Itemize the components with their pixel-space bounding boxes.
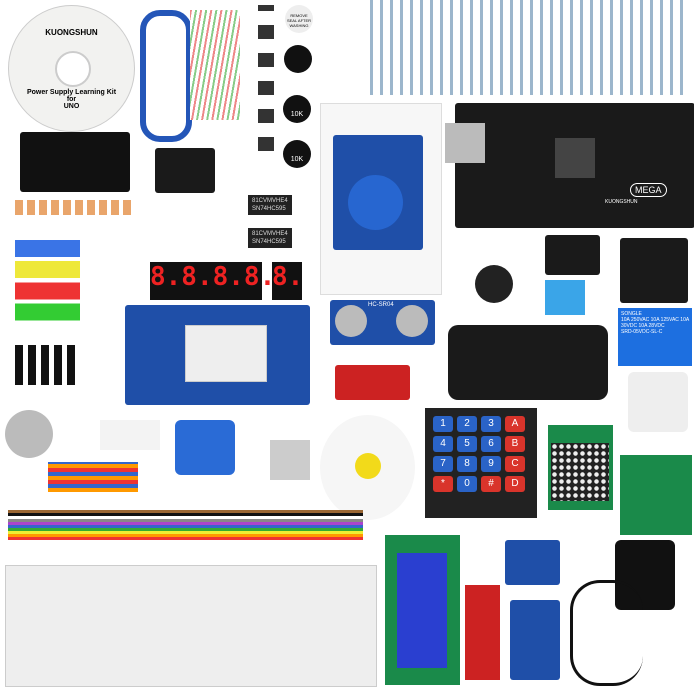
resistors (370, 0, 690, 95)
key[interactable]: 6 (481, 436, 501, 452)
key[interactable]: 7 (433, 456, 453, 472)
key[interactable]: 0 (457, 476, 477, 492)
buzzer-sticker: REMOVE SEAL AFTER WASHING (285, 5, 313, 33)
lcd-module (385, 535, 460, 685)
servo-motor (175, 420, 235, 475)
cd-hole (55, 51, 91, 87)
potentiometer: 10K (283, 95, 311, 123)
breadboard (5, 565, 377, 687)
sound-sensor (335, 365, 410, 400)
rfid-reader (333, 135, 423, 250)
stepper-motor (5, 410, 53, 458)
cd-for: for (66, 96, 77, 103)
transistors (15, 345, 80, 385)
learning-cd: KUONGSHUN Power Supply Learning Kit for … (8, 5, 135, 132)
dht11-sensor (545, 280, 585, 315)
cd-board: UNO (63, 103, 80, 110)
stepper-wires (48, 462, 138, 492)
mega-board: MEGA KUONGSHUN (445, 103, 694, 228)
dc-motor (270, 440, 310, 480)
chip-text: 81CVMVHE4 (252, 198, 288, 204)
power-supply-module (20, 132, 130, 192)
key[interactable]: 5 (457, 436, 477, 452)
rotary-encoder (155, 148, 215, 193)
usb-port (445, 123, 485, 163)
key[interactable]: # (481, 476, 501, 492)
cd-brand: KUONGSHUN (45, 28, 98, 37)
ultrasonic-sensor: HC-SR04 (330, 300, 435, 345)
dupont-wires (8, 510, 363, 540)
mini-breadboard (185, 325, 267, 382)
joystick (475, 265, 513, 303)
pir-sensor (628, 372, 688, 432)
rtc-module-ds1302 (510, 600, 560, 680)
key[interactable]: 2 (457, 416, 477, 432)
ir-receiver (545, 235, 600, 275)
water-sensor (465, 585, 500, 680)
ultrasonic-label: HC-SR04 (368, 302, 394, 308)
chip-text: 81CVMVHE4 (252, 231, 288, 237)
adapter-cable (570, 580, 643, 686)
buzzer (284, 45, 312, 73)
key[interactable]: A (505, 416, 525, 432)
rfid-tag (348, 175, 403, 230)
chip-text: SN74HC595 (252, 206, 286, 212)
key[interactable]: D (505, 476, 525, 492)
key[interactable]: 3 (481, 416, 501, 432)
key[interactable]: * (433, 476, 453, 492)
mega-label: MEGA (630, 183, 667, 197)
usb-cable (140, 10, 192, 142)
relay-model: SRD-05VDC-SL-C (621, 329, 663, 335)
prototype-shield (125, 305, 310, 405)
mega-brand: KUONGSHUN (605, 199, 638, 205)
key[interactable]: 9 (481, 456, 501, 472)
ceramic-capacitors (15, 200, 135, 215)
single-digit-display: 8. (272, 262, 303, 300)
rtc-module (505, 540, 560, 585)
cd-title: Power Supply Learning Kit (26, 89, 117, 96)
key[interactable]: B (505, 436, 525, 452)
key[interactable]: C (505, 456, 525, 472)
key[interactable]: 4 (433, 436, 453, 452)
chip-text: SN74HC595 (252, 239, 286, 245)
key[interactable]: 1 (433, 416, 453, 432)
stepper-driver (620, 455, 692, 535)
key[interactable]: 8 (457, 456, 477, 472)
servo-horns (100, 420, 160, 450)
relay-brand: SONGLE (621, 311, 642, 317)
potentiometer: 10K (283, 140, 311, 168)
microcontroller (555, 138, 595, 178)
jumper-wires (190, 10, 240, 120)
led-matrix-module (548, 425, 613, 510)
four-digit-display: 8.8.8.8. (150, 262, 275, 300)
joystick-module (620, 238, 688, 303)
relay-spec: 10A 250VAC 10A 125VAC 10A 30VDC 10A 28VD… (621, 317, 689, 329)
push-buttons (258, 5, 274, 165)
leds (15, 240, 80, 325)
ir-remote (448, 325, 608, 400)
fan-blade (320, 415, 415, 520)
relay: SONGLE 10A 250VAC 10A 125VAC 10A 30VDC 1… (618, 308, 692, 366)
